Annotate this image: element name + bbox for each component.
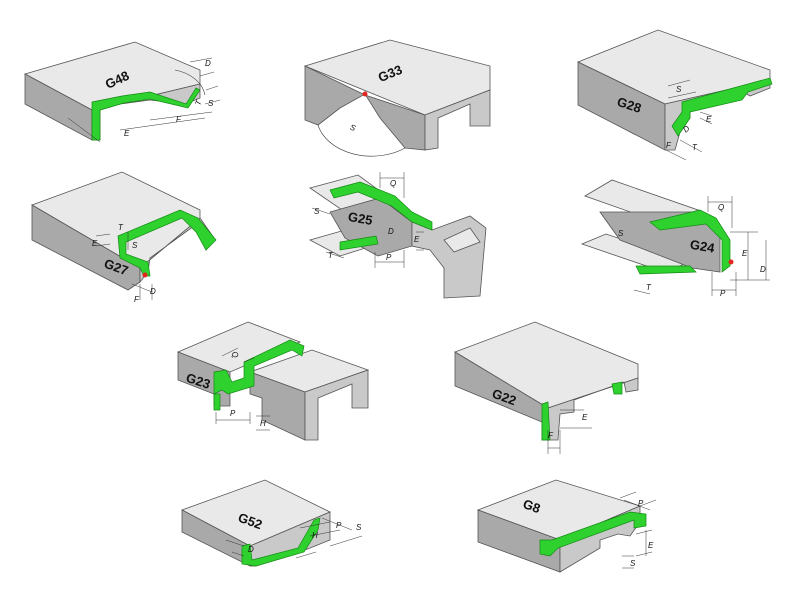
g28-dim-f: F bbox=[666, 141, 672, 150]
g8-dim-p: P bbox=[638, 499, 644, 508]
g33-dim-s: S bbox=[349, 123, 358, 134]
g23-dim-p: P bbox=[230, 409, 236, 418]
g24-groove-bottom bbox=[635, 265, 697, 275]
g27-dim-lines bbox=[95, 232, 153, 300]
g24-dim-t: T bbox=[646, 283, 652, 292]
g33-block-front bbox=[304, 65, 426, 151]
figure-g48: G48 D S T F E bbox=[23, 41, 221, 143]
figure-g25: G25 Q S D E T P bbox=[308, 172, 487, 299]
g25-groove-top bbox=[329, 181, 433, 231]
g48-dim-s: S bbox=[208, 99, 214, 108]
figure-g52: G52 D H P S bbox=[181, 479, 363, 567]
g25-dim-q: Q bbox=[390, 179, 396, 188]
figure-g27: G27 T E S D F bbox=[31, 171, 217, 304]
g28-dim-t: T bbox=[692, 143, 698, 152]
g24-dim-q: Q bbox=[718, 203, 724, 212]
g33-arc bbox=[317, 124, 406, 157]
g25-dim-p: P bbox=[386, 253, 392, 262]
g33-marker-dot bbox=[362, 91, 368, 97]
g22-dim-f: F bbox=[548, 431, 554, 440]
g27-dim-d: D bbox=[150, 287, 156, 296]
g24-code: G24 bbox=[689, 237, 717, 256]
g33-block-top bbox=[303, 39, 491, 116]
g28-groove bbox=[671, 77, 773, 137]
g24-groove-top bbox=[649, 209, 731, 273]
g25-block-side bbox=[411, 215, 487, 299]
g23-groove-lip bbox=[213, 393, 221, 411]
g23-code: G23 bbox=[184, 370, 212, 392]
g52-dim-s: S bbox=[356, 523, 362, 532]
g25-dim-lines bbox=[311, 172, 424, 268]
g22-groove-right bbox=[611, 381, 623, 395]
g25-notch bbox=[443, 227, 481, 253]
figure-g8: G8 P E S bbox=[476, 479, 657, 573]
g52-dim-h: H bbox=[312, 531, 318, 540]
g28-dim-lines bbox=[665, 79, 713, 161]
figure-g23: G23 Q P H bbox=[176, 321, 370, 441]
g28-dim-e: E bbox=[706, 115, 712, 124]
g8-code: G8 bbox=[521, 496, 542, 516]
g48-dim-f: F bbox=[176, 115, 182, 124]
g27-groove bbox=[117, 209, 217, 277]
g24-dim-d: D bbox=[760, 265, 766, 274]
g52-dim-d: D bbox=[248, 545, 254, 554]
g23-dim-q: Q bbox=[230, 350, 241, 360]
g27-dim-f: F bbox=[134, 295, 140, 304]
g28-code: G28 bbox=[615, 94, 643, 116]
g23-groove bbox=[213, 339, 305, 395]
g48-dim-e: E bbox=[124, 129, 130, 138]
g48-arc bbox=[174, 69, 206, 96]
g8-groove bbox=[539, 511, 647, 557]
g27-dim-e: E bbox=[92, 239, 98, 248]
g8-dim-lines bbox=[619, 491, 657, 569]
g48-dim-t: T bbox=[193, 98, 204, 107]
figure-g28: G28 S E D T F bbox=[577, 29, 773, 161]
figure-g33: G33 S bbox=[303, 39, 491, 157]
g27-dim-t: T bbox=[118, 223, 124, 232]
figure-g24: G24 Q S E D T P bbox=[580, 179, 770, 298]
g25-dim-t: T bbox=[328, 251, 334, 260]
g24-marker-dot bbox=[728, 259, 734, 265]
g27-marker-dot bbox=[142, 272, 148, 278]
g27-dim-s: S bbox=[132, 241, 138, 250]
g8-dim-s: S bbox=[630, 559, 636, 568]
g24-dim-s: S bbox=[618, 229, 624, 238]
g52-groove bbox=[241, 517, 321, 567]
g23-dim-h: H bbox=[260, 419, 266, 428]
g22-dim-lines bbox=[547, 409, 592, 454]
g25-dim-s: S bbox=[314, 207, 320, 216]
g28-dim-d: D bbox=[681, 124, 691, 135]
g22-dim-e: E bbox=[582, 413, 588, 422]
g24-dim-p: P bbox=[720, 289, 726, 298]
g52-dim-lines bbox=[225, 517, 363, 559]
g22-block-side bbox=[547, 377, 639, 441]
g33-block-side bbox=[424, 89, 491, 151]
g48-dim-lines bbox=[67, 57, 221, 143]
g8-dim-e: E bbox=[648, 541, 654, 550]
g25-groove-bottom bbox=[339, 235, 379, 251]
g25-dim-d: D bbox=[388, 227, 394, 236]
g25-code: G25 bbox=[347, 209, 374, 228]
g52-dim-p: P bbox=[336, 521, 342, 530]
g23-dim-lines bbox=[215, 347, 270, 431]
g28-dim-s: S bbox=[676, 85, 682, 94]
g25-dim-e: E bbox=[414, 235, 420, 244]
g24-dim-lines bbox=[633, 196, 770, 296]
g48-groove bbox=[91, 87, 201, 141]
figure-g22: G22 E F bbox=[454, 321, 639, 454]
g48-dim-d: D bbox=[205, 59, 211, 68]
g24-dim-e: E bbox=[742, 249, 748, 258]
g23-right-side bbox=[304, 369, 369, 441]
